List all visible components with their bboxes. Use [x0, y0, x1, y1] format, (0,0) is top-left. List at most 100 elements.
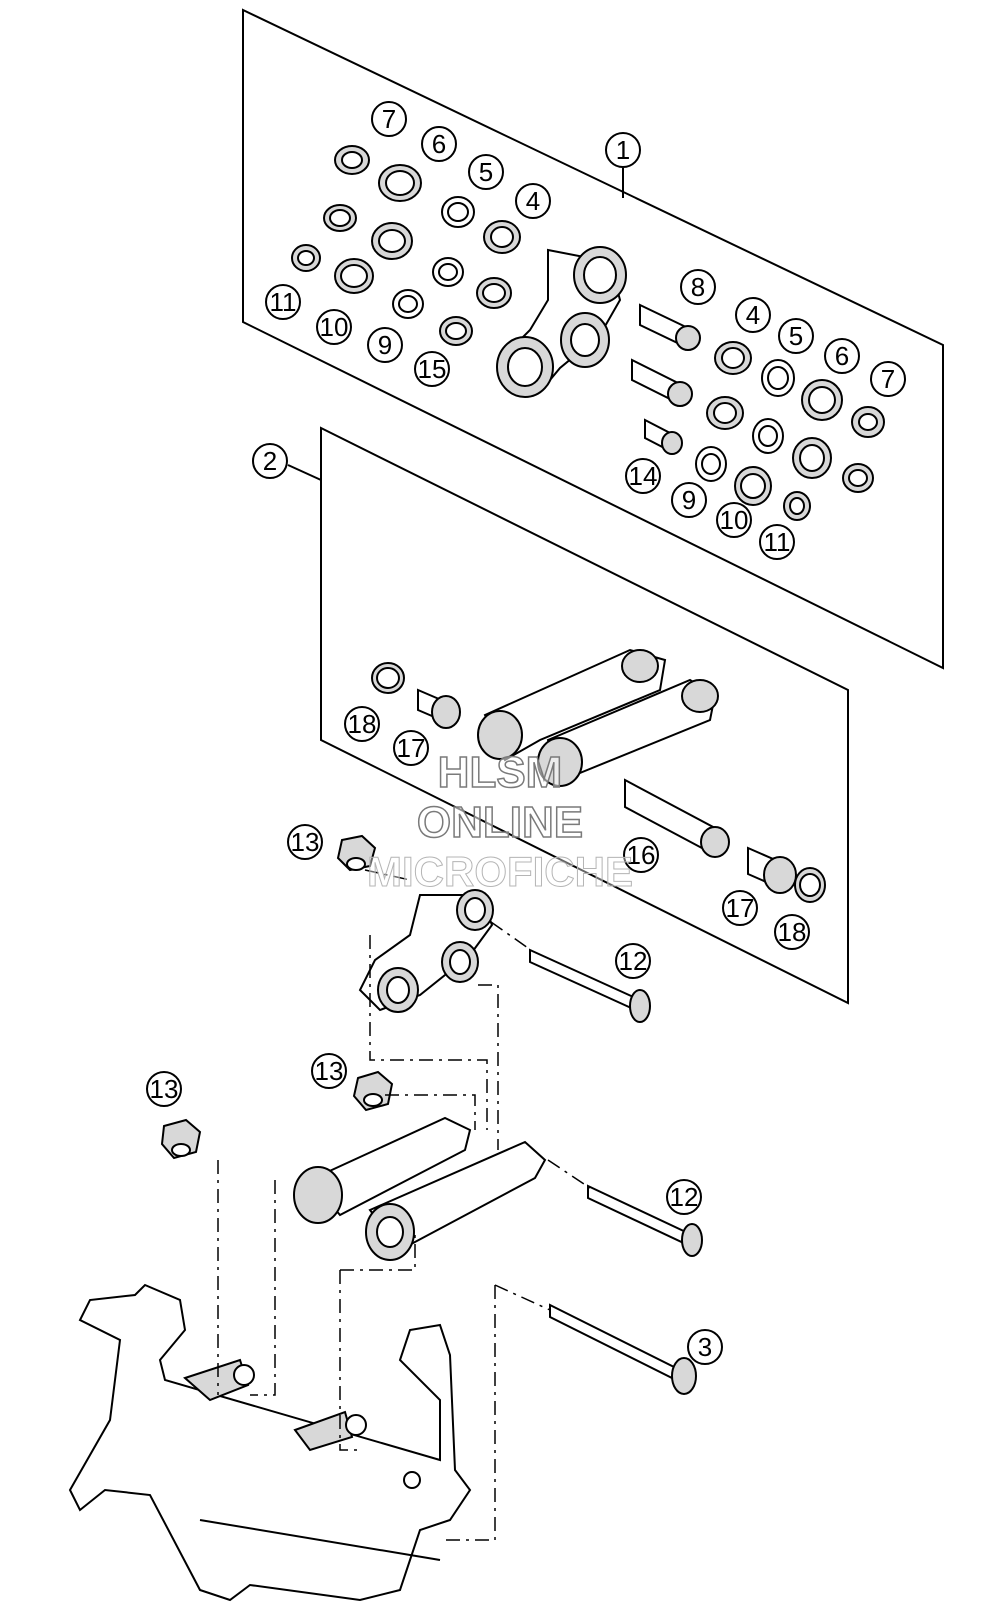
bushing-15-icon: [439, 316, 473, 346]
svg-text:3: 3: [698, 1332, 712, 1362]
bearing-7-right-icon: [851, 406, 885, 438]
bushing-14-icon: [644, 418, 683, 455]
svg-text:11: 11: [764, 527, 791, 557]
frame-icon: [68, 1283, 472, 1602]
callout-16: 16: [623, 837, 659, 873]
svg-text:9: 9: [682, 485, 696, 515]
watermark-line-3: MICROFICHE: [367, 848, 634, 896]
svg-text:18: 18: [348, 709, 377, 739]
svg-text:18: 18: [778, 917, 807, 947]
svg-text:13: 13: [315, 1056, 344, 1086]
seal-6b-right-icon: [792, 437, 832, 479]
callout-6b: 6: [824, 338, 860, 374]
rocker-link-kit-icon: [496, 246, 627, 398]
callout-11a: 11: [265, 284, 301, 320]
callout-13b: 13: [311, 1053, 347, 1089]
callout-13a: 13: [287, 824, 323, 860]
callout-13c: 13: [146, 1071, 182, 1107]
svg-text:13: 13: [150, 1074, 179, 1104]
watermark-line-2: ONLINE: [416, 797, 584, 848]
sleeve-16-icon: [624, 778, 730, 858]
callout-2: 2: [252, 443, 288, 479]
callout-6a: 6: [421, 126, 457, 162]
svg-text:10: 10: [320, 312, 349, 342]
seal-11-left-icon: [291, 244, 321, 272]
washer-5b-right-icon: [752, 418, 784, 454]
callout-5a: 5: [468, 154, 504, 190]
nut-13-left-icon: [160, 1118, 202, 1160]
bolt-12-lower-icon: [587, 1184, 703, 1257]
callout-17b: 17: [722, 890, 758, 926]
rocker-link-icon: [358, 889, 494, 1013]
svg-text:4: 4: [746, 300, 760, 330]
callout-11b: 11: [759, 524, 795, 560]
seal-10-left-icon: [334, 258, 374, 294]
callout-15: 15: [414, 351, 450, 387]
svg-text:15: 15: [418, 354, 447, 384]
seal-10-right-icon: [734, 466, 772, 506]
svg-text:7: 7: [881, 364, 895, 394]
svg-text:14: 14: [629, 461, 658, 491]
seal-6b-left-icon: [371, 222, 413, 260]
svg-text:16: 16: [627, 840, 656, 870]
bushing-4-left-icon: [483, 220, 521, 254]
assembly-guides: [217, 869, 591, 1541]
bolt-3-icon: [549, 1303, 697, 1395]
bearing-7b-right-icon: [842, 463, 874, 493]
callout-3: 3: [687, 1329, 723, 1365]
svg-text:7: 7: [382, 104, 396, 134]
svg-text:6: 6: [432, 129, 446, 159]
bolt-12-upper-icon: [529, 948, 651, 1023]
watermark-line-1: HLSM: [437, 747, 563, 798]
callout-8: 8: [680, 269, 716, 305]
bearing-7b-left-icon: [323, 204, 357, 232]
washer-5-left-icon: [441, 196, 475, 228]
svg-text:5: 5: [479, 157, 493, 187]
callout-7a: 7: [371, 101, 407, 137]
svg-text:2: 2: [263, 446, 277, 476]
nut-13-middle-icon: [352, 1070, 394, 1112]
washer-5-right-icon: [761, 359, 795, 397]
seal-18-right-icon: [794, 867, 826, 903]
washer-9-left-icon: [392, 289, 424, 319]
bushing-4-right-icon: [714, 341, 752, 375]
callout-17a: 17: [393, 730, 429, 766]
sleeve-8-icon: [639, 303, 701, 351]
svg-text:6: 6: [835, 341, 849, 371]
bushing-4b-left-icon: [476, 277, 512, 309]
svg-text:1: 1: [616, 135, 630, 165]
seal-6-left-icon: [378, 164, 422, 202]
callout-10a: 10: [316, 309, 352, 345]
callout-1: 1: [605, 132, 641, 168]
bearing-7-left-icon: [334, 145, 370, 175]
callout-9b: 9: [671, 482, 707, 518]
callout-18b: 18: [774, 914, 810, 950]
callout-18a: 18: [344, 706, 380, 742]
nut-13-upper-icon: [336, 834, 377, 872]
callout-12b: 12: [666, 1179, 702, 1215]
leader-2: [287, 464, 322, 481]
svg-text:17: 17: [397, 733, 426, 763]
bushing-17-left-icon: [417, 688, 461, 729]
svg-text:11: 11: [270, 287, 297, 317]
callout-12a: 12: [615, 943, 651, 979]
svg-text:5: 5: [789, 321, 803, 351]
kit-2-panel: [320, 426, 849, 1005]
svg-text:17: 17: [726, 893, 755, 923]
svg-text:9: 9: [378, 330, 392, 360]
washer-9-right-icon: [695, 446, 727, 482]
callout-7b: 7: [870, 361, 906, 397]
seal-11-right-icon: [783, 491, 811, 521]
svg-text:12: 12: [670, 1182, 699, 1212]
seal-6-right-icon: [801, 379, 843, 421]
callout-10b: 10: [716, 502, 752, 538]
sleeve-8b-icon: [631, 358, 693, 407]
pull-rods-icon: [293, 1116, 547, 1261]
callout-9a: 9: [367, 327, 403, 363]
kit-1-parts: [291, 145, 885, 521]
callout-4a: 4: [515, 183, 551, 219]
kit-1-panel: [242, 8, 944, 670]
svg-text:13: 13: [291, 827, 320, 857]
washer-5b-left-icon: [432, 257, 464, 287]
svg-text:4: 4: [526, 186, 540, 216]
